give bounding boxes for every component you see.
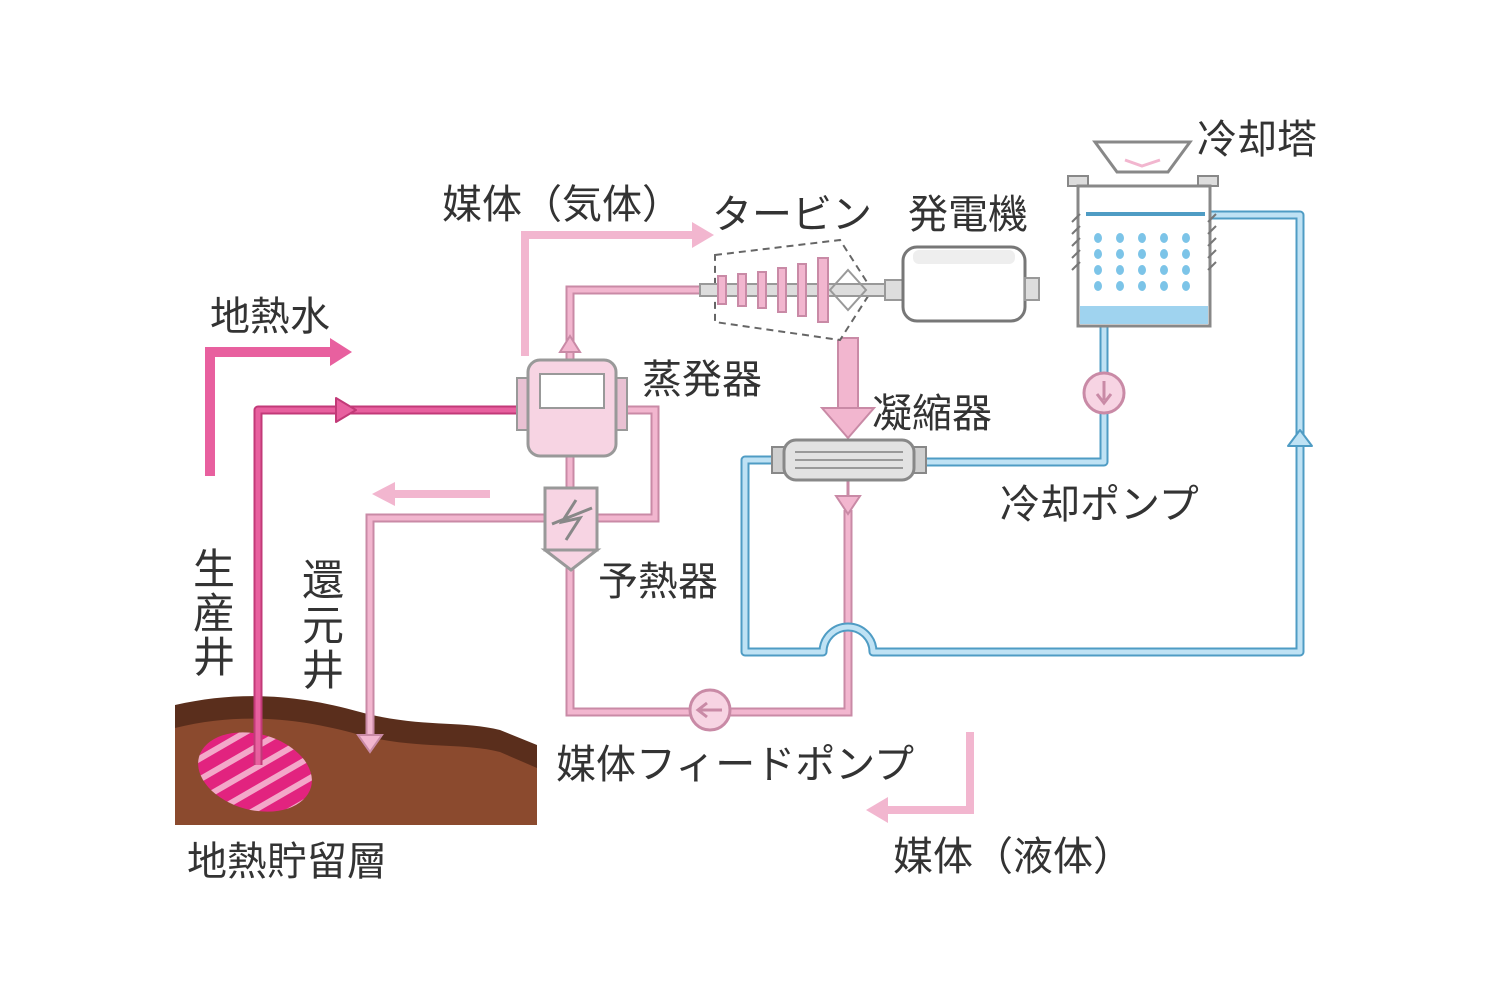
drop-icon (1116, 281, 1124, 291)
drop-icon (1094, 233, 1102, 243)
label-geothermal-water: 地熱水 (210, 294, 330, 340)
drop-icon (1160, 233, 1168, 243)
label-reinjection-well: 還 元 井 (302, 556, 344, 695)
drop-icon (1160, 281, 1168, 291)
label-feed-pump: 媒体フィードポンプ (556, 742, 914, 788)
turbine-exhaust-arrow (819, 337, 877, 440)
drop-icon (1160, 249, 1168, 259)
evaporator (516, 358, 628, 458)
label-medium-liquid: 媒体（液体） (893, 834, 1133, 880)
label-turbine: タービン (712, 192, 872, 238)
drop-icon (1116, 233, 1124, 243)
label-cooling-tower: 冷却塔 (1197, 117, 1317, 163)
drop-icon (1182, 233, 1190, 243)
drop-icon (1138, 233, 1146, 243)
label-generator: 発電機 (908, 192, 1028, 238)
feed-pump (688, 688, 732, 732)
condenser (771, 438, 927, 482)
reinjection-pipe (356, 420, 660, 754)
label-condenser: 凝縮器 (872, 391, 992, 437)
drop-icon (1116, 249, 1124, 259)
drop-icon (1094, 265, 1102, 275)
condensate-arrow (834, 478, 862, 516)
production-well-pipe (253, 397, 520, 765)
reinjection-well-char-1: 還 (302, 556, 344, 605)
cooling-pump (1082, 371, 1126, 415)
drop-icon (1138, 281, 1146, 291)
geothermal-water-arrow (205, 338, 352, 476)
return-flow-arrow (372, 482, 490, 506)
label-medium-gas: 媒体（気体） (442, 182, 682, 228)
label-preheater: 予熱器 (598, 559, 718, 605)
drop-icon (1138, 249, 1146, 259)
generator (901, 245, 1040, 323)
turbine (699, 238, 906, 342)
production-well-char-1: 生 (193, 545, 235, 594)
label-reservoir: 地熱貯留層 (187, 839, 387, 885)
production-well-char-3: 井 (193, 633, 235, 682)
medium-gas-arrow (521, 222, 714, 356)
drop-icon (1182, 249, 1190, 259)
water-drops (1094, 233, 1190, 291)
drop-icon (1138, 265, 1146, 275)
label-evaporator: 蒸発器 (642, 357, 762, 403)
cooling-water-pipes (740, 210, 1313, 657)
drop-icon (1182, 281, 1190, 291)
label-cooling-pump: 冷却ポンプ (1000, 482, 1199, 528)
preheater (540, 486, 602, 572)
medium-liquid-arrow (866, 732, 974, 823)
drop-icon (1094, 281, 1102, 291)
drop-icon (1160, 265, 1168, 275)
reservoir-ellipse (198, 732, 312, 812)
reinjection-well-char-2: 元 (302, 601, 344, 650)
production-well-char-2: 産 (193, 589, 235, 638)
drop-icon (1116, 265, 1124, 275)
label-production-well: 生 産 井 (193, 545, 235, 682)
drop-icon (1182, 265, 1190, 275)
drop-icon (1094, 249, 1102, 259)
reinjection-well-char-3: 井 (302, 646, 344, 695)
